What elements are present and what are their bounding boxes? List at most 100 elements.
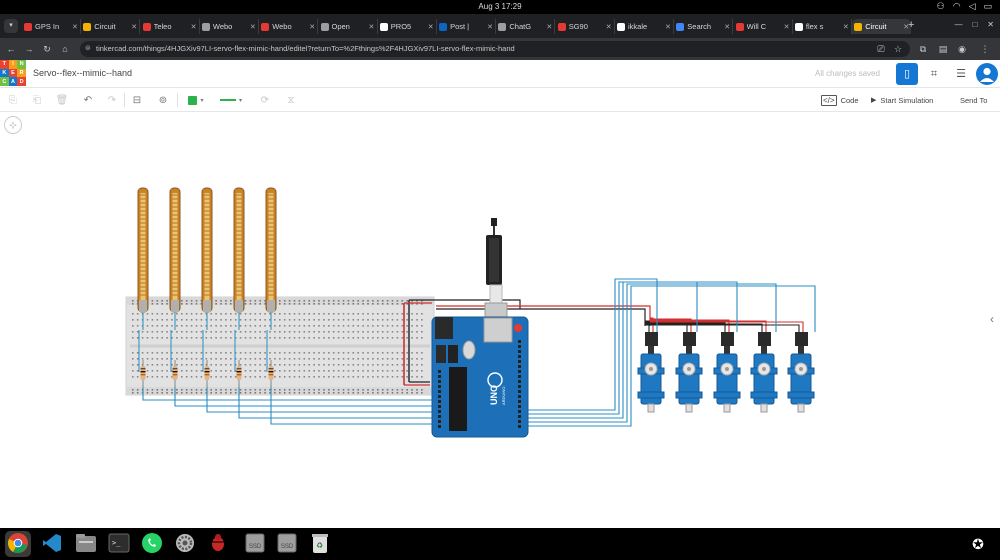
system-tray[interactable]: ⚇ ◠ ◁ ▭ <box>937 1 992 12</box>
browser-tab[interactable]: Open✕ <box>319 19 378 34</box>
maximize-icon[interactable]: □ <box>972 20 978 29</box>
circuit-workspace[interactable] <box>0 112 1000 528</box>
rotate-icon[interactable]: ⟳ <box>260 94 270 106</box>
tab-favicon-icon <box>735 22 744 31</box>
tab-close-icon[interactable]: ✕ <box>72 23 78 31</box>
code-button[interactable]: </> Code <box>816 92 864 108</box>
copy-icon[interactable]: ⎘ <box>9 94 17 106</box>
settings-icon <box>174 532 196 556</box>
browser-tab[interactable]: Webo✕ <box>200 19 259 34</box>
tab-close-icon[interactable]: ✕ <box>249 23 256 31</box>
tab-close-icon[interactable]: ✕ <box>665 23 671 31</box>
panel-expand-chevron-icon[interactable]: ‹ <box>990 312 994 326</box>
zoom-to-fit-icon[interactable]: ⊹ <box>4 116 22 134</box>
bug-icon <box>207 532 229 556</box>
browser-tab[interactable]: Teleo✕ <box>141 19 200 34</box>
tab-favicon-icon <box>379 22 388 31</box>
paste-icon[interactable]: ⎗ <box>33 94 41 106</box>
bookmark-star-icon[interactable]: ☆ <box>893 44 903 54</box>
browser-tab[interactable]: ChatG✕ <box>496 19 556 34</box>
redo-icon[interactable]: ↷ <box>107 94 117 106</box>
reload-icon[interactable]: ↻ <box>43 44 51 54</box>
tab-close-icon[interactable]: ✕ <box>190 23 197 31</box>
browser-tab[interactable]: flex s✕ <box>793 19 852 34</box>
tab-close-icon[interactable]: ✕ <box>903 23 910 31</box>
dock-app[interactable]: SSD <box>242 531 268 557</box>
side-panel-icon[interactable]: ▤ <box>938 44 948 54</box>
dock-app[interactable]: >_ <box>106 531 132 557</box>
wifi-icon[interactable]: ◠ <box>952 1 961 11</box>
schematic-view-button[interactable]: ⌗ <box>930 68 938 80</box>
browser-tab[interactable]: PRO5✕ <box>378 19 437 34</box>
browser-tab[interactable]: ikkale✕ <box>615 19 674 34</box>
dock-app[interactable] <box>39 531 65 557</box>
tab-close-icon[interactable]: ✕ <box>605 23 612 31</box>
browser-tab[interactable]: Search✕ <box>674 19 734 34</box>
browser-tab[interactable]: Will C✕ <box>734 19 793 34</box>
browser-tab[interactable]: GPS In✕ <box>22 19 81 34</box>
undo-icon[interactable]: ↶ <box>83 94 93 106</box>
tab-close-icon[interactable]: ✕ <box>842 23 849 31</box>
tab-close-icon[interactable]: ✕ <box>368 23 375 31</box>
app-grid-icon[interactable]: ✪ <box>972 536 984 552</box>
logo-letter: C <box>0 77 9 86</box>
design-title[interactable]: Servo--flex--mimic--hand <box>33 68 133 78</box>
tab-close-icon[interactable]: ✕ <box>546 23 553 31</box>
browser-tab[interactable]: Circuit ✕ <box>852 19 912 34</box>
browser-tab[interactable]: SG90✕ <box>556 19 615 34</box>
site-info-icon[interactable]: ⊜ <box>85 45 91 52</box>
chrome-icon <box>7 532 29 556</box>
dock-app[interactable]: SSD <box>274 531 300 557</box>
notes-icon[interactable]: ⊟ <box>132 94 142 106</box>
browser-tab[interactable]: Circuit✕ <box>81 19 141 34</box>
editor-toolbar: ⎘ ⎗ 🗑 ↶ ↷ ⊟ ⊚ ▾ ▾ ⟳ ⧖ </> Code ▶ Start S… <box>0 88 1000 112</box>
battery-icon[interactable]: ▭ <box>983 1 992 11</box>
tab-close-icon[interactable]: ✕ <box>783 23 790 31</box>
dock-app[interactable]: ♻ <box>307 531 333 557</box>
tab-close-icon[interactable]: ✕ <box>487 23 493 31</box>
address-bar[interactable]: ⊜ tinkercad.com/things/4HJGXiv97LI-servo… <box>80 41 910 57</box>
home-icon[interactable]: ⌂ <box>62 44 68 54</box>
user-avatar[interactable] <box>976 63 998 85</box>
volume-icon[interactable]: ◁ <box>968 1 976 11</box>
tab-close-icon[interactable]: ✕ <box>131 23 138 31</box>
tab-favicon-icon <box>794 22 803 31</box>
dock-app[interactable] <box>205 531 231 557</box>
circuit-view-button[interactable]: ▯ <box>896 63 918 85</box>
system-clock[interactable]: Aug 3 17:29 <box>478 2 522 11</box>
dock-app[interactable] <box>172 531 198 557</box>
dock-app[interactable] <box>73 531 99 557</box>
notes-visibility-icon[interactable]: ⊚ <box>158 94 168 106</box>
browser-tab[interactable]: Webo✕ <box>259 19 319 34</box>
component-list-button[interactable]: ☰ <box>956 68 966 80</box>
wire-color-picker[interactable]: ▾ <box>215 92 247 108</box>
flip-icon[interactable]: ⧖ <box>287 94 295 106</box>
forward-arrow-icon[interactable]: → <box>24 44 34 54</box>
terminal-icon: >_ <box>108 533 130 555</box>
minimize-icon[interactable]: — <box>954 20 963 29</box>
browser-menu-icon[interactable]: ⋮ <box>980 44 990 54</box>
tab-favicon-icon <box>201 22 210 31</box>
tab-close-icon[interactable]: ✕ <box>724 23 731 31</box>
accessibility-icon[interactable]: ⚇ <box>936 1 945 11</box>
browser-tab[interactable]: Post |✕ <box>437 19 497 34</box>
trash-icon: ♻ <box>310 532 330 556</box>
delete-trash-icon[interactable]: 🗑 <box>55 94 69 106</box>
start-simulation-button[interactable]: ▶ Start Simulation <box>866 92 938 108</box>
new-tab-plus-icon[interactable]: + <box>908 19 915 31</box>
send-to-button[interactable]: Send To <box>955 92 992 108</box>
tab-search-chevron-icon[interactable]: ▾ <box>4 19 18 33</box>
close-window-icon[interactable]: ✕ <box>987 20 994 29</box>
tab-close-icon[interactable]: ✕ <box>309 23 316 31</box>
dock-app[interactable] <box>5 531 31 557</box>
fill-color-swatch <box>188 95 198 105</box>
profile-icon[interactable]: ◉ <box>958 44 966 54</box>
tab-close-icon[interactable]: ✕ <box>427 23 434 31</box>
install-app-icon[interactable]: ⎚ <box>877 44 885 54</box>
tab-title: Circuit <box>865 22 887 31</box>
back-arrow-icon[interactable]: ← <box>6 44 16 54</box>
extensions-icon[interactable]: ⧉ <box>919 44 927 54</box>
fill-color-picker[interactable]: ▾ <box>183 92 209 108</box>
dock-app[interactable] <box>139 531 165 557</box>
